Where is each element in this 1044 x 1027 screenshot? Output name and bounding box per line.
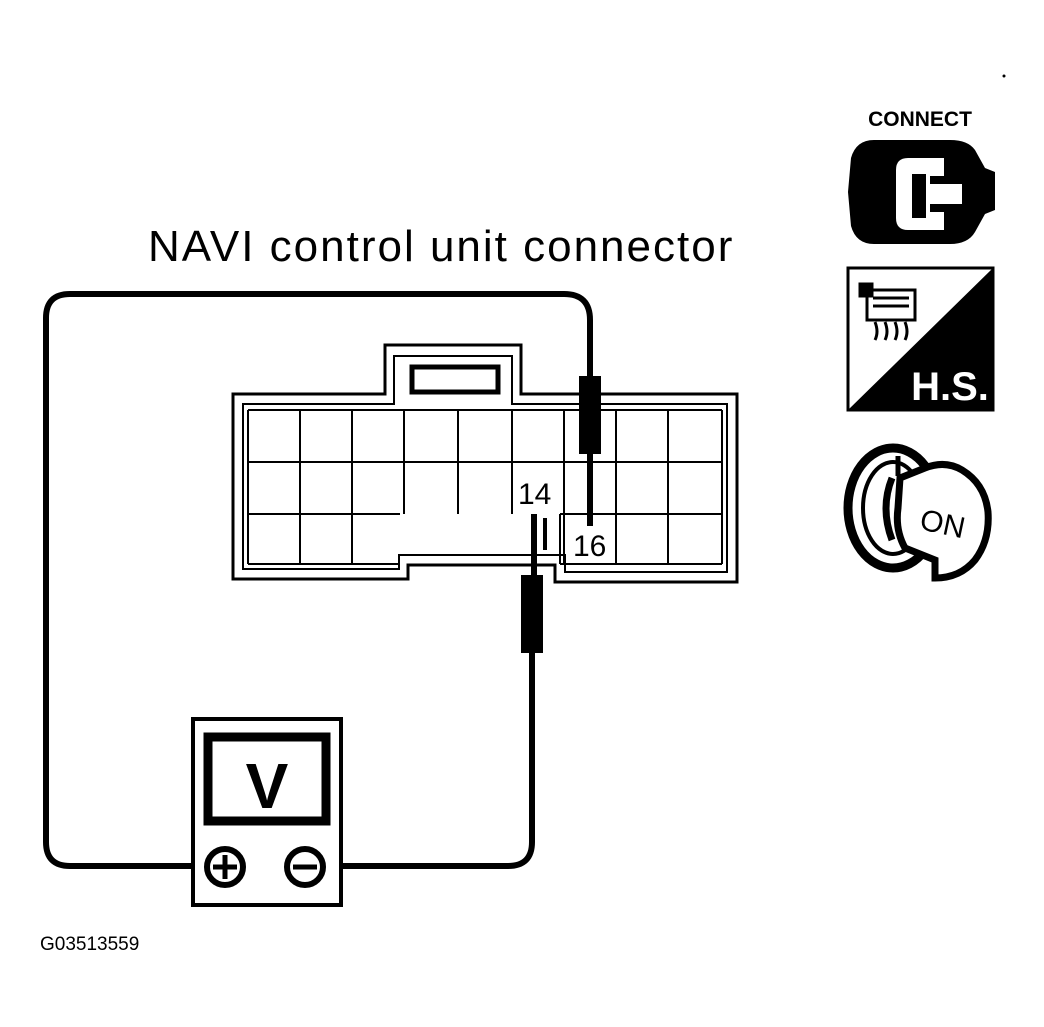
- connect-icon: CONNECT: [848, 108, 995, 244]
- harness-connector-icon: [858, 282, 917, 341]
- diagram-title: NAVI control unit connector: [148, 222, 735, 271]
- voltmeter: V: [191, 717, 343, 907]
- connector-housing: [231, 343, 739, 584]
- terminal-label-16: 16: [573, 530, 606, 563]
- positive-probe: [579, 376, 601, 454]
- figure-id: G03513559: [40, 934, 140, 955]
- terminal-grid: [247, 409, 723, 565]
- negative-lead-wire: [332, 652, 535, 869]
- positive-lead-wire: [43, 291, 593, 869]
- speck: [1002, 74, 1006, 78]
- harness-side-icon: H.S.: [846, 266, 995, 412]
- negative-probe: [521, 575, 543, 653]
- harness-side-label: H.S.: [911, 365, 989, 409]
- connect-icon-label: CONNECT: [868, 108, 972, 131]
- voltmeter-display: [203, 732, 331, 826]
- connector-lock-tab: [409, 364, 501, 395]
- ignition-on-icon: ON: [843, 443, 992, 582]
- voltmeter-label: V: [246, 750, 289, 822]
- terminal-label-14: 14: [518, 478, 551, 511]
